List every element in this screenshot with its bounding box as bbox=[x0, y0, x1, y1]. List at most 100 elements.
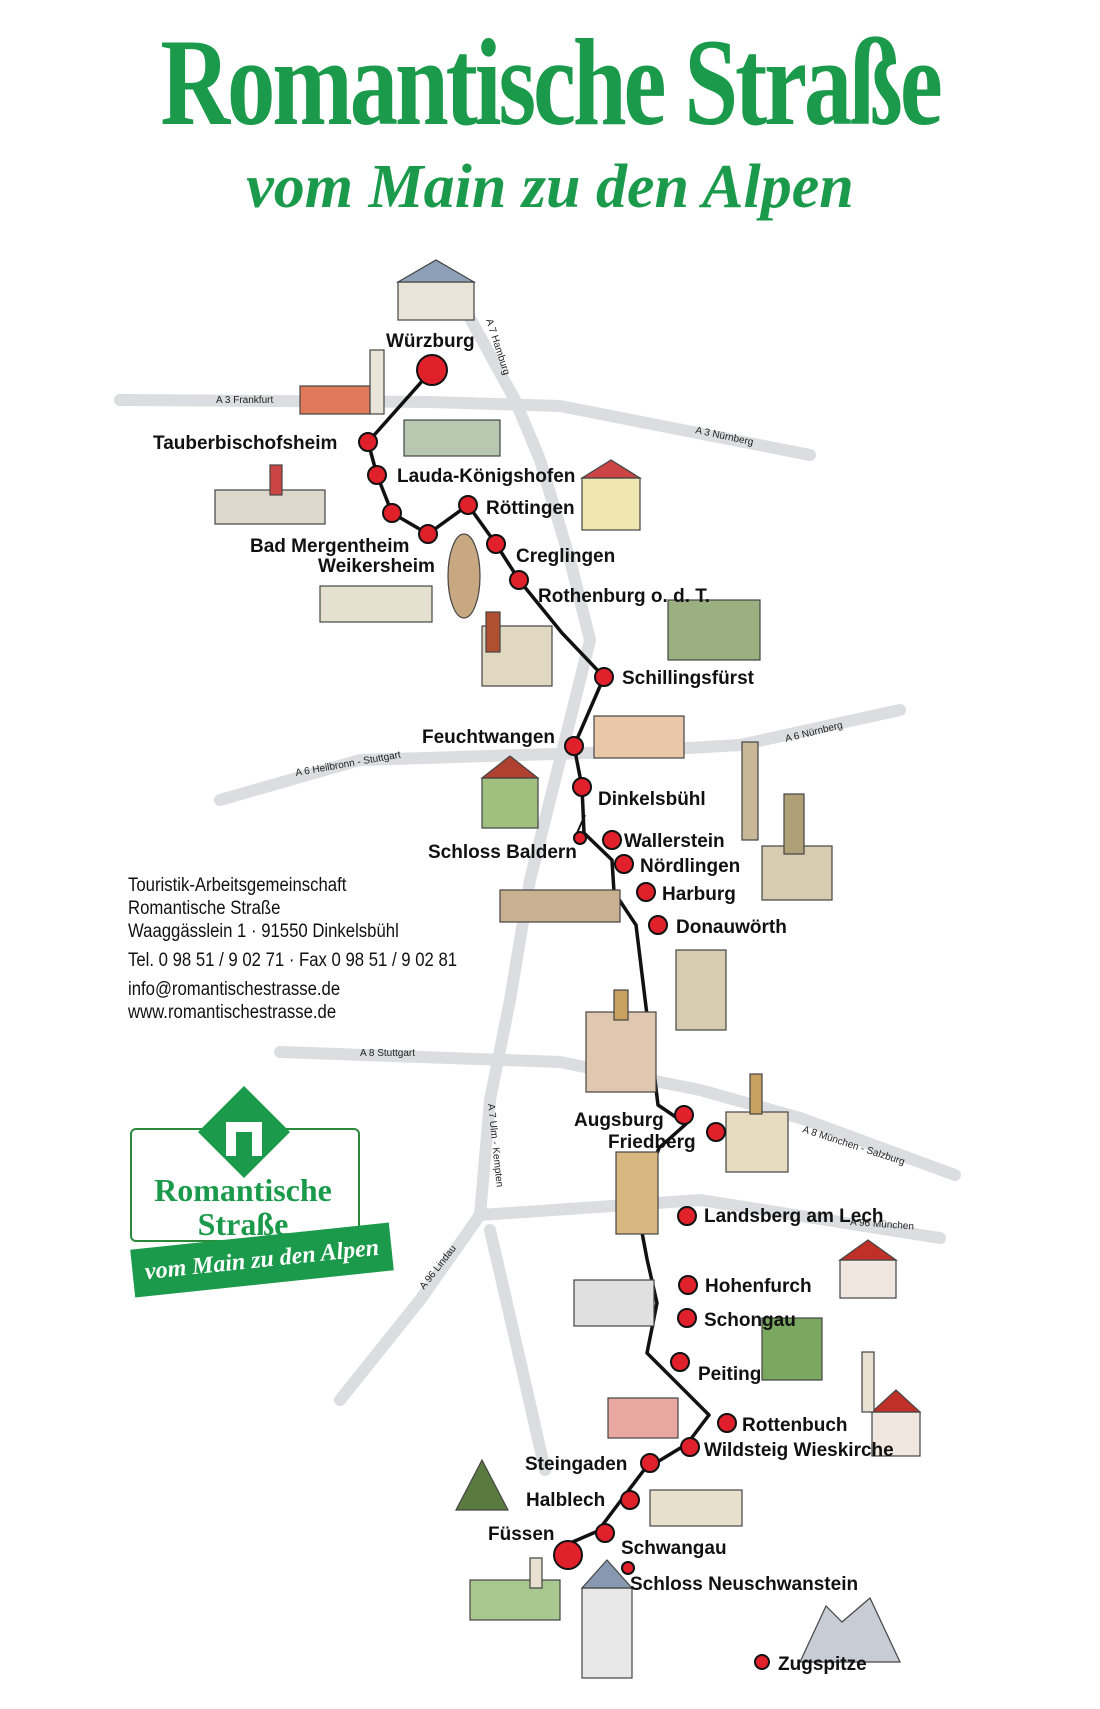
route-stops bbox=[358, 354, 737, 1570]
fuessen-illustration bbox=[469, 1557, 561, 1621]
stop-dinkelsbuehl[interactable] bbox=[572, 777, 592, 797]
stop-feuchtwangen[interactable] bbox=[564, 736, 584, 756]
stop-label-bad-mergentheim: Bad Mergentheim bbox=[250, 536, 409, 557]
friedberg-illustration bbox=[725, 1073, 789, 1173]
landmark-illustrations bbox=[214, 259, 922, 1679]
stop-label-wuerzburg: Würzburg bbox=[386, 331, 475, 352]
info-name: Romantische Straße bbox=[128, 898, 281, 919]
stop-weikersheim[interactable] bbox=[418, 524, 438, 544]
road-a3 bbox=[114, 394, 816, 461]
road-a96 bbox=[474, 1193, 946, 1244]
map-title: Romantische Straße bbox=[160, 14, 942, 151]
road-label-a8-stuttgart: A 8 Stuttgart bbox=[360, 1048, 415, 1059]
augsburg-illustration bbox=[585, 989, 657, 1093]
info-address: Waaggässlein 1 · 91550 Dinkelsbühl bbox=[128, 921, 399, 942]
stop-zugspitze[interactable] bbox=[754, 1654, 770, 1670]
stop-lauda-koenigshofen[interactable] bbox=[367, 465, 387, 485]
spur-schloss-baldern bbox=[576, 814, 586, 834]
stop-wallerstein[interactable] bbox=[602, 830, 622, 850]
stop-donauwoerth[interactable] bbox=[648, 915, 668, 935]
road-a7-south bbox=[484, 1224, 551, 1476]
logo-wordmark-line1: Romantische bbox=[154, 1172, 332, 1208]
info-email[interactable]: info@romantischestrasse.de bbox=[128, 979, 341, 1000]
stop-label-fuessen: Füssen bbox=[488, 1524, 555, 1545]
road-label-a96-muenchen: A 96 München bbox=[850, 1217, 915, 1232]
hohenfurch-illustration bbox=[838, 1239, 898, 1299]
stop-friedberg[interactable] bbox=[706, 1122, 726, 1142]
stop-label-noerdlingen: Nördlingen bbox=[640, 856, 740, 877]
stop-bad-mergentheim[interactable] bbox=[382, 503, 402, 523]
stop-wuerzburg[interactable] bbox=[416, 354, 448, 386]
stop-rothenburg[interactable] bbox=[509, 570, 529, 590]
stop-halblech[interactable] bbox=[620, 1490, 640, 1510]
stop-label-feuchtwangen: Feuchtwangen bbox=[422, 727, 555, 748]
stop-label-rottenbuch: Rottenbuch bbox=[742, 1415, 848, 1436]
stop-schloss-neuschwanstein[interactable] bbox=[621, 1561, 635, 1575]
halblech-chapel-illustration bbox=[455, 1458, 509, 1511]
stop-label-harburg: Harburg bbox=[662, 884, 736, 905]
stop-schwangau[interactable] bbox=[595, 1523, 615, 1543]
stop-landsberg[interactable] bbox=[677, 1206, 697, 1226]
side-stops bbox=[573, 831, 770, 1670]
side-label-zugspitze: Zugspitze bbox=[778, 1654, 867, 1675]
stop-steingaden[interactable] bbox=[640, 1453, 660, 1473]
residenz-wuerzburg-illustration bbox=[395, 259, 477, 321]
stop-label-dinkelsbuehl: Dinkelsbühl bbox=[598, 789, 706, 810]
stop-rottenbuch[interactable] bbox=[717, 1413, 737, 1433]
stop-wildsteig-wieskirche[interactable] bbox=[680, 1437, 700, 1457]
stop-hohenfurch[interactable] bbox=[678, 1275, 698, 1295]
stop-label-schwangau: Schwangau bbox=[621, 1538, 727, 1559]
road-label-a3-frankfurt: A 3 Frankfurt bbox=[216, 395, 273, 406]
stop-tauberbischofsheim[interactable] bbox=[358, 432, 378, 452]
stop-label-rothenburg: Rothenburg o. d. T. bbox=[538, 586, 710, 607]
neuschwanstein-illustration bbox=[580, 1559, 634, 1679]
stop-harburg[interactable] bbox=[636, 882, 656, 902]
road-a7-mid bbox=[474, 634, 596, 1221]
stop-label-schongau: Schongau bbox=[704, 1310, 796, 1331]
stop-label-lauda-koenigshofen: Lauda-Königshofen bbox=[397, 466, 575, 487]
info-website[interactable]: www.romantischestrasse.de bbox=[128, 1002, 337, 1023]
dinkelsbuehl-illustration bbox=[480, 755, 540, 829]
side-label-schloss-neuschwanstein: Schloss Neuschwanstein bbox=[630, 1574, 858, 1595]
tauberbischofsheim-illustration bbox=[299, 349, 385, 415]
stop-augsburg[interactable] bbox=[674, 1105, 694, 1125]
stop-noerdlingen[interactable] bbox=[614, 854, 634, 874]
stop-label-wildsteig-wieskirche: Wildsteig Wieskirche bbox=[704, 1440, 894, 1461]
stop-schongau[interactable] bbox=[677, 1308, 697, 1328]
rothenburg-illustration bbox=[481, 611, 553, 687]
stop-label-tauberbischofsheim: Tauberbischofsheim bbox=[153, 433, 337, 454]
stop-schillingsfuerst[interactable] bbox=[594, 667, 614, 687]
side-label-schloss-baldern: Schloss Baldern bbox=[428, 842, 577, 863]
stop-label-halblech: Halblech bbox=[526, 1490, 605, 1511]
stop-label-augsburg: Augsburg bbox=[574, 1110, 664, 1131]
schillingsfuerst-illustration bbox=[667, 599, 761, 661]
donauwoerth-illustration bbox=[675, 949, 727, 1031]
stop-label-landsberg: Landsberg am Lech bbox=[704, 1206, 884, 1227]
weikersheim-illustration bbox=[319, 585, 433, 623]
road-a96-lindau bbox=[334, 1209, 486, 1406]
wieskirche-illustration bbox=[649, 1489, 743, 1527]
stop-peiting[interactable] bbox=[670, 1352, 690, 1372]
stop-label-donauwoerth: Donauwörth bbox=[676, 917, 787, 938]
stop-label-peiting: Peiting bbox=[698, 1364, 761, 1385]
bad-mergentheim-illustration bbox=[214, 464, 326, 525]
road-a7-north bbox=[454, 294, 596, 646]
road-a8 bbox=[274, 1046, 961, 1181]
info-phone-fax: Tel. 0 98 51 / 9 02 71 · Fax 0 98 51 / 9… bbox=[128, 950, 458, 971]
peiting-illustration bbox=[761, 1317, 823, 1381]
road-label-a3-nuernberg: A 3 Nürnberg bbox=[694, 425, 754, 448]
stop-fuessen[interactable] bbox=[553, 1540, 583, 1570]
schongau-illustration bbox=[573, 1279, 655, 1327]
noerdlingen-illustration bbox=[761, 793, 833, 901]
rottenbuch-illustration bbox=[861, 1351, 922, 1457]
stop-label-roettingen: Röttingen bbox=[486, 498, 575, 519]
steingaden-illustration bbox=[607, 1397, 679, 1439]
stop-schloss-baldern[interactable] bbox=[573, 831, 587, 845]
stop-roettingen[interactable] bbox=[458, 495, 478, 515]
wallerstein-column-illustration bbox=[741, 741, 759, 841]
stop-label-hohenfurch: Hohenfurch bbox=[705, 1276, 812, 1297]
contact-info: Touristik-Arbeitsgemeinschaft Romantisch… bbox=[128, 874, 457, 1024]
landsberg-illustration bbox=[615, 1151, 659, 1235]
stop-creglingen[interactable] bbox=[486, 534, 506, 554]
